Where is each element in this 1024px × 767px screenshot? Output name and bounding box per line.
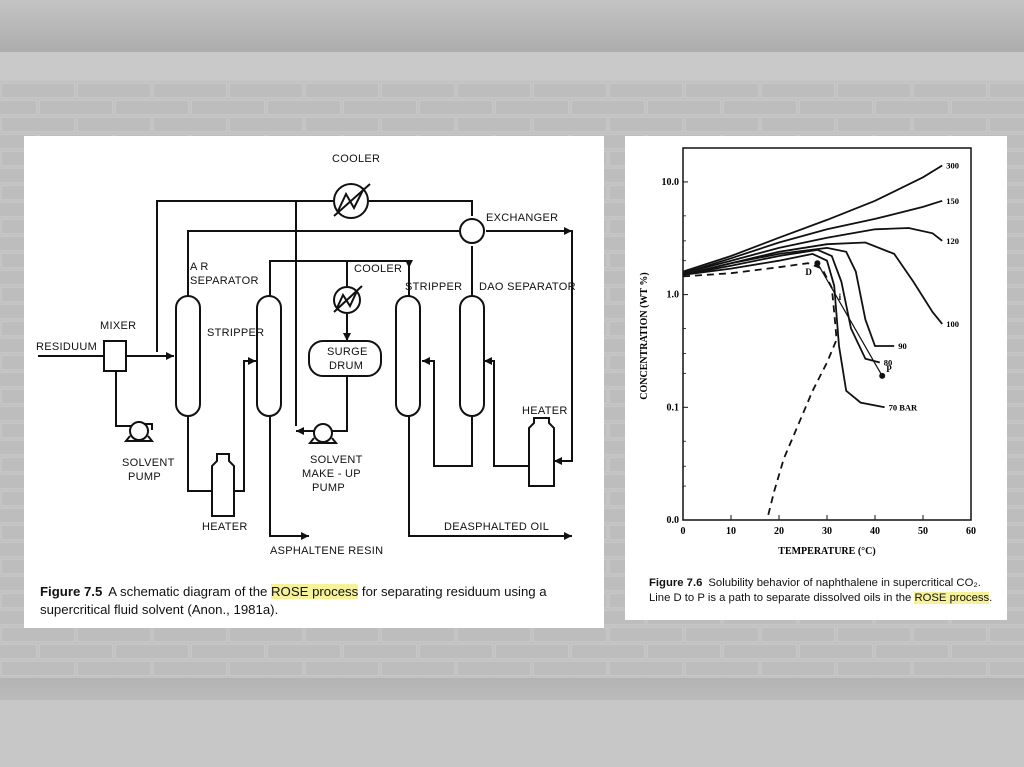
solvent-makeup-pump-icon <box>307 423 339 444</box>
series-label: 120 <box>946 236 959 246</box>
residuum-label: RESIDUUM <box>36 341 97 353</box>
surge-drum-label-2: DRUM <box>329 360 363 372</box>
y-tick-label: 0.1 <box>667 402 680 413</box>
series-line <box>682 227 943 275</box>
solvent-pump-label-1: SOLVENT <box>122 457 175 469</box>
solvent-makeup-label-3: PUMP <box>312 482 345 494</box>
rose-process-diagram-panel: COOLER EXCHANGER A R SEPARATOR COOLER ST… <box>24 136 604 628</box>
exchanger-label: EXCHANGER <box>486 212 558 224</box>
series-label: 70 BAR <box>889 402 918 412</box>
stripper-1-label: STRIPPER <box>207 327 264 339</box>
stripper-2-label: STRIPPER <box>405 281 462 293</box>
ar-separator-label-1: A R <box>190 261 209 273</box>
solubility-chart: 0 10 20 30 40 50 60 0.0 0.1 1.0 10.0 300 150 120 100… <box>639 147 976 557</box>
solvent-pump-icon <box>123 421 155 442</box>
data-point <box>814 260 821 267</box>
series-label: 300 <box>946 160 959 170</box>
caption-highlight: ROSE process <box>271 584 359 599</box>
deasphalted-oil-label: DEASPHALTED OIL <box>444 521 549 533</box>
series-line <box>682 252 885 409</box>
y-axis-label: CONCENTRATION (WT %) <box>639 272 650 399</box>
caption-text-before: A schematic diagram of the <box>108 584 272 599</box>
exchanger-icon <box>459 218 485 244</box>
surge-drum-icon <box>308 340 382 377</box>
caption-text-after: for separating residuum using a supercri… <box>40 584 547 617</box>
cooler-top-icon <box>333 183 371 219</box>
cooler-mid-label: COOLER <box>354 263 402 275</box>
series-line <box>682 164 943 273</box>
x-axis-label: TEMPERATURE (°C) <box>778 546 875 557</box>
series-line <box>682 199 943 275</box>
point-label: D <box>805 267 812 277</box>
x-tick-label: 0 <box>681 526 686 537</box>
phase-boundary-line <box>682 262 838 521</box>
data-point <box>879 372 886 379</box>
caption-figure-number: Figure 7.6 <box>649 577 703 589</box>
solvent-pump-label-2: PUMP <box>128 471 161 483</box>
series-label: 100 <box>946 319 959 329</box>
heater-1-label: HEATER <box>202 521 248 533</box>
solvent-makeup-label-2: MAKE - UP <box>302 468 361 480</box>
caption-text-after: . <box>989 592 993 604</box>
y-tick-label: 1.0 <box>667 290 680 301</box>
solvent-makeup-label-1: SOLVENT <box>310 454 363 466</box>
caption-text-before: Solubility behavior of naphthalene in su… <box>649 577 981 604</box>
point-label: P <box>886 364 892 374</box>
y-tick-label: 0.0 <box>667 515 680 526</box>
solubility-chart-panel: 0 10 20 30 40 50 60 0.0 0.1 1.0 10.0 300 150 120 100… <box>625 136 1007 620</box>
heater-2-label: HEATER <box>522 405 568 417</box>
rose-process-schematic: COOLER EXCHANGER A R SEPARATOR COOLER ST… <box>36 153 576 557</box>
x-tick-label: 30 <box>822 526 832 537</box>
cooler-top-label: COOLER <box>332 153 380 165</box>
d-to-p-path-line <box>816 262 883 377</box>
mixer-icon <box>103 340 127 372</box>
stripper-1-column-icon <box>256 295 282 417</box>
plot-frame <box>682 147 972 521</box>
y-tick-label: 10.0 <box>662 177 680 188</box>
x-tick-label: 10 <box>726 526 736 537</box>
point-marker-i: i <box>839 292 842 302</box>
series-line <box>682 248 881 364</box>
series-label: 90 <box>898 341 907 351</box>
series-label: 80 <box>884 357 893 367</box>
series-label: 150 <box>946 196 959 206</box>
ar-separator-label-2: SEPARATOR <box>190 275 259 287</box>
caption-highlight: ROSE process <box>914 592 990 604</box>
dao-separator-column-icon <box>459 295 485 417</box>
heater-1-icon <box>211 453 235 517</box>
mixer-label: MIXER <box>100 320 136 332</box>
x-tick-label: 20 <box>774 526 784 537</box>
ar-separator-column-icon <box>175 295 201 417</box>
dao-separator-label: DAO SEPARATOR <box>479 281 576 293</box>
series-line <box>682 246 895 347</box>
x-tick-label: 40 <box>870 526 880 537</box>
x-tick-label: 50 <box>918 526 928 537</box>
heater-2-icon <box>528 417 555 487</box>
x-tick-label: 60 <box>966 526 976 537</box>
asphaltene-resin-label: ASPHALTENE RESIN <box>270 545 383 557</box>
cooler-mid-icon <box>333 285 363 314</box>
caption-figure-number: Figure 7.5 <box>40 584 103 599</box>
stripper-2-column-icon <box>395 295 421 417</box>
figure-7-5-caption: Figure 7.5 A schematic diagram of the ROS… <box>40 583 600 619</box>
surge-drum-label-1: SURGE <box>327 346 368 358</box>
